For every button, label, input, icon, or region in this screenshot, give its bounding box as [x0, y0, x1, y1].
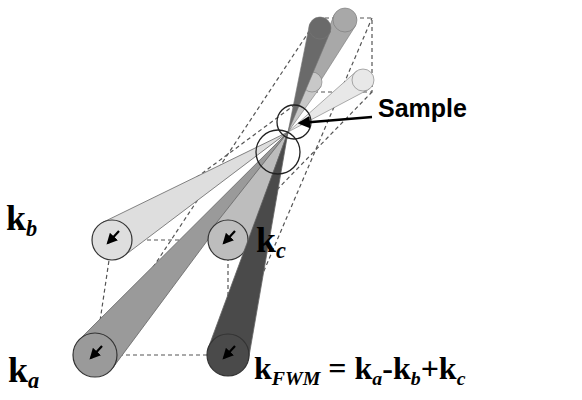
beam-end: [208, 220, 248, 260]
vector-symbol: k: [393, 350, 411, 386]
beam-end: [73, 333, 117, 377]
direction-arrow: [91, 346, 102, 358]
incoming-beam: [207, 132, 288, 376]
vector-symbol: k: [6, 198, 26, 238]
sample-spot: [256, 130, 300, 174]
vector-subscript: b: [26, 216, 37, 241]
wavevector-label: kc: [256, 222, 286, 263]
direction-arrow: [108, 231, 119, 243]
vector-subscript: a: [372, 367, 382, 389]
operator-text: -: [382, 350, 393, 386]
vector-symbol: k: [439, 350, 457, 386]
incoming-beam: [73, 132, 288, 377]
vector-symbol: k: [256, 220, 276, 260]
vector-symbol: k: [355, 350, 373, 386]
wavevector-label: ka: [8, 352, 39, 393]
wavevector-label: kFWM = ka-kb+kc: [254, 352, 465, 388]
beam-end: [309, 17, 331, 39]
beam-cone: [78, 132, 288, 369]
operator-text: Sample: [378, 94, 467, 122]
leader-arrow: [300, 117, 372, 123]
outgoing-beam: [288, 8, 357, 132]
vector-subscript: c: [457, 367, 466, 389]
beam-end: [333, 8, 357, 32]
vector-subscript: FWM: [272, 367, 321, 389]
beam-end: [92, 220, 132, 260]
laser-beams: [73, 8, 374, 377]
operator-text: +: [421, 350, 439, 386]
beam-cone: [208, 132, 288, 360]
wavevector-label: kb: [6, 200, 37, 241]
direction-arrow: [224, 346, 235, 358]
vector-subscript: b: [411, 367, 421, 389]
vector-subscript: a: [28, 368, 39, 393]
vector-subscript: c: [276, 238, 286, 263]
vector-symbol: k: [8, 350, 28, 390]
sample-label: Sample: [378, 96, 467, 121]
beam-end: [207, 334, 249, 376]
direction-arrow: [224, 231, 235, 243]
beam-end: [352, 69, 374, 91]
operator-text: =: [320, 350, 354, 386]
vector-symbol: k: [254, 350, 272, 386]
